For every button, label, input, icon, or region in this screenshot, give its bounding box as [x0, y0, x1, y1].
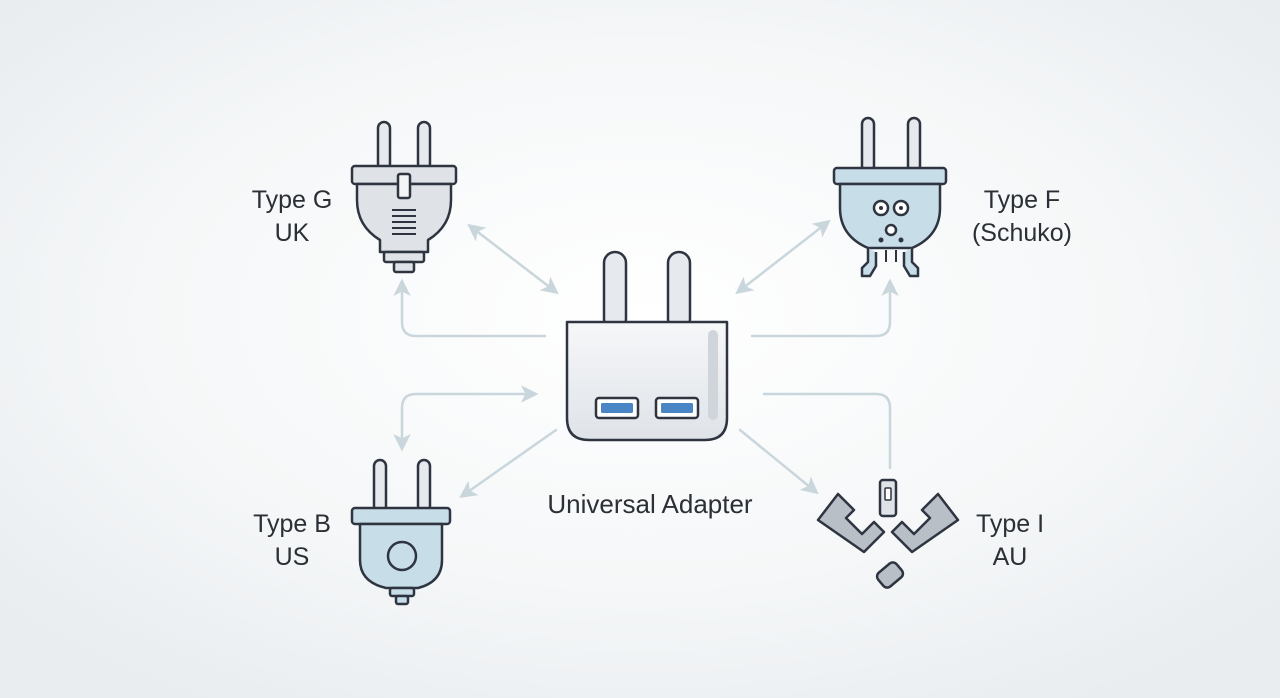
type-b-plug-icon	[350, 458, 452, 606]
type-f-label: Type F (Schuko)	[962, 184, 1082, 250]
connector-type-g-diagonal	[467, 223, 559, 295]
type-f-region: (Schuko)	[971, 219, 1073, 247]
type-g-label: Type G UK	[244, 184, 340, 250]
type-f-plug-icon	[832, 116, 948, 278]
type-i-label: Type I AU	[962, 508, 1058, 574]
connector-type-g-elbow	[393, 278, 547, 338]
universal-adapter-icon	[565, 250, 729, 442]
connector-type-i-diagonal	[738, 428, 819, 495]
type-i-region: AU	[992, 543, 1028, 571]
type-i-plug-icon	[816, 478, 960, 589]
type-f-name: Type F	[983, 186, 1061, 214]
connector-type-f-elbow	[750, 278, 899, 338]
usb-port-icon	[594, 396, 640, 420]
type-b-region: US	[274, 543, 310, 571]
type-g-region: UK	[274, 219, 310, 247]
type-b-name: Type B	[253, 510, 331, 538]
type-g-name: Type G	[251, 186, 333, 214]
connector-type-b-elbow	[393, 385, 539, 452]
connector-type-i-elbow	[762, 392, 892, 470]
usb-port-icon	[654, 396, 700, 420]
connector-type-b-diagonal	[459, 428, 558, 499]
type-g-plug-icon	[350, 120, 458, 274]
connector-type-f-diagonal	[735, 219, 831, 295]
universal-adapter-label: Universal Adapter	[547, 489, 753, 519]
type-b-label: Type B US	[244, 508, 340, 574]
type-i-name: Type I	[975, 510, 1045, 538]
connectors	[393, 219, 899, 499]
